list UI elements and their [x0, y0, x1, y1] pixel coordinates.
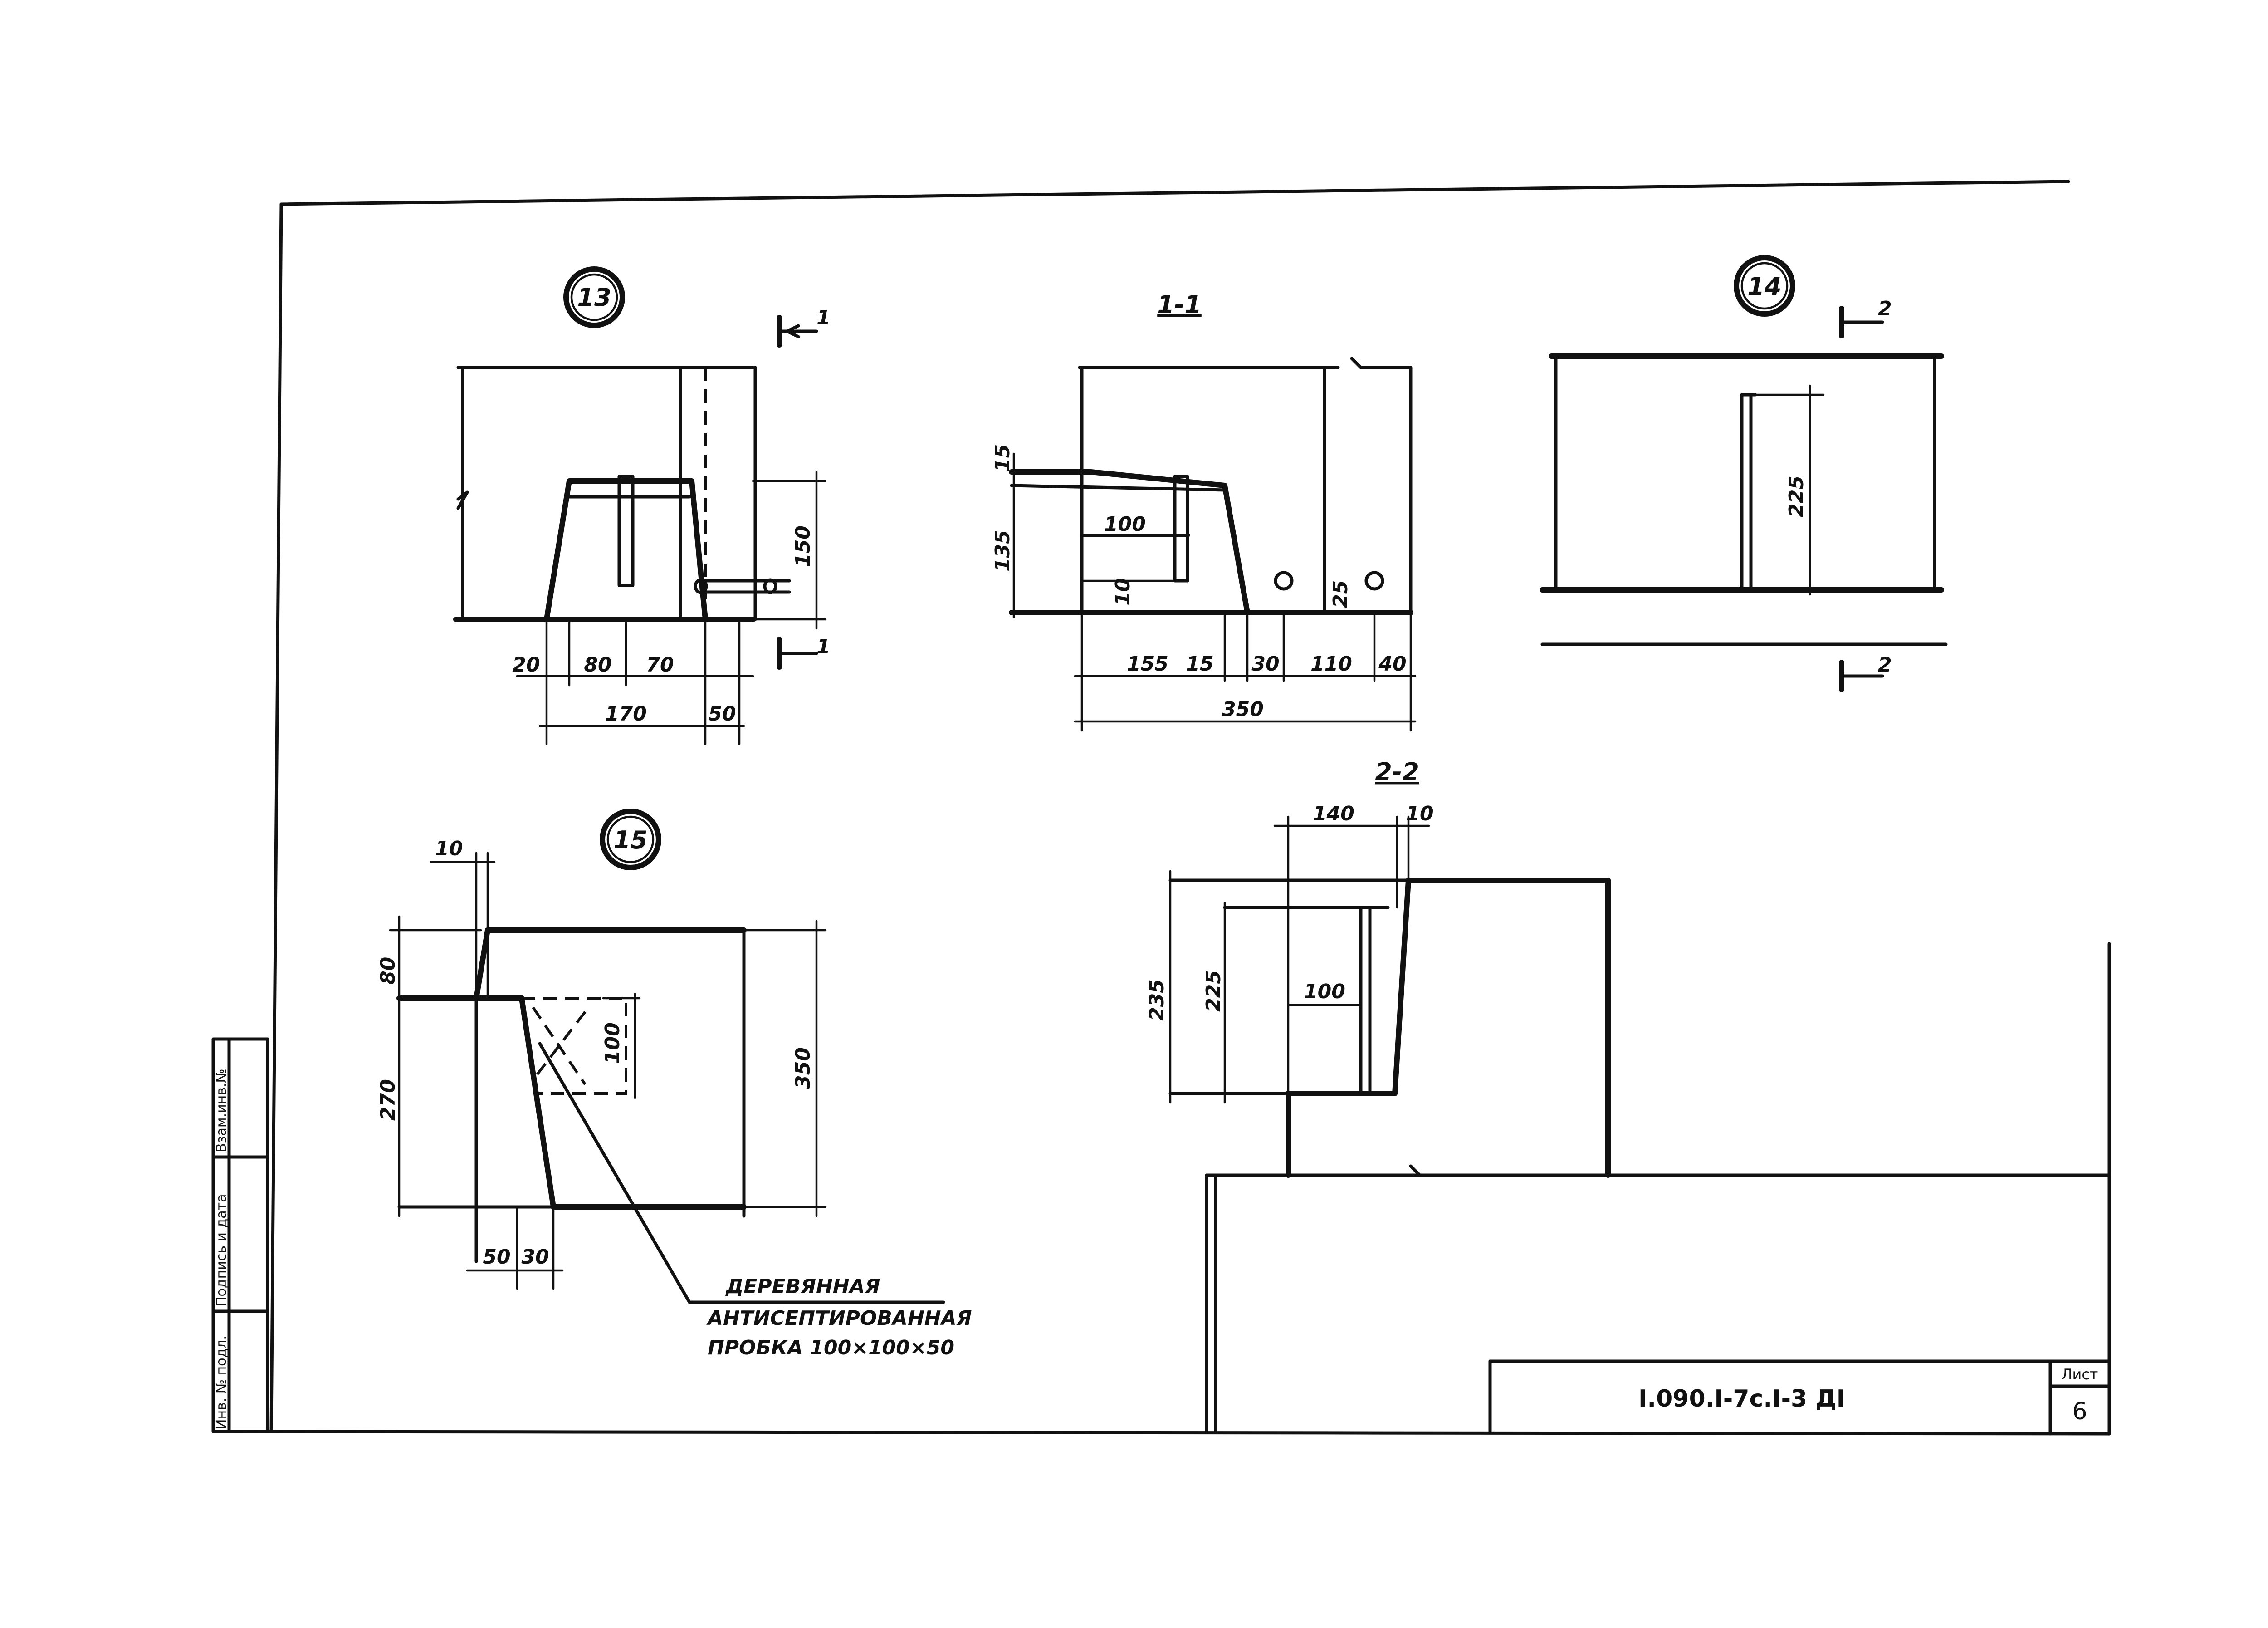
dim-11-25: 25	[1329, 580, 1352, 608]
detail-marker-15	[600, 809, 661, 870]
detail-marker-13	[563, 266, 625, 328]
dim-11-10: 10	[1111, 578, 1134, 606]
dim-11-15: 15	[991, 444, 1014, 472]
note-line-3: ПРОБКА 100×100×50	[708, 1336, 954, 1359]
dim-22-225: 225	[1202, 970, 1225, 1012]
section-mark-1-top: 1	[816, 306, 831, 329]
section-mark-2-top: 2	[1878, 297, 1892, 320]
dim-13-50: 50	[708, 702, 736, 726]
dim-13-170: 170	[605, 702, 647, 726]
dim-15-100: 100	[601, 1022, 624, 1064]
section-2-2-title: 2-2	[1375, 758, 1419, 786]
dim-11-30: 30	[1251, 652, 1279, 676]
dim-11-15b: 15	[1186, 652, 1213, 676]
dim-13-20: 20	[512, 653, 540, 677]
dim-22-10: 10	[1406, 802, 1433, 825]
detail-13: 13 1 1 150 20 80 70 170	[453, 266, 831, 745]
detail-marker-13-label: 13	[577, 283, 611, 312]
dim-15-30: 30	[521, 1246, 549, 1269]
section-1-1-title: 1-1	[1157, 290, 1202, 319]
section-1-1: 1-1 15 135 100 10 25 155 15 30 110 40 35…	[991, 290, 1417, 732]
sheet-label: Лист	[2061, 1366, 2098, 1383]
sheet-code: I.090.I-7c.I-3 ДI	[1638, 1385, 1845, 1412]
section-mark-1-bottom: 1	[816, 635, 831, 658]
detail-marker-15-label: 15	[613, 826, 647, 854]
dim-11-155: 155	[1127, 652, 1168, 676]
sheet-number: 6	[2072, 1398, 2087, 1425]
dim-11-100: 100	[1104, 513, 1146, 536]
dim-11-135: 135	[991, 530, 1014, 572]
note-line-2: АНТИСЕПТИРОВАННАЯ	[706, 1307, 972, 1330]
dim-11-110: 110	[1310, 652, 1352, 676]
dim-13-70: 70	[646, 653, 674, 677]
detail-marker-14-label: 14	[1747, 272, 1781, 301]
dim-11-350: 350	[1222, 698, 1264, 721]
stamp-col3: Взам.инв.№	[214, 1069, 230, 1152]
dim-15-50: 50	[483, 1246, 510, 1269]
dim-11-40: 40	[1378, 652, 1406, 676]
dim-15-350: 350	[792, 1047, 815, 1089]
detail-15: 15 10 100 80 270 350 50 30 ДЕРЕВЯННАЯ А	[376, 809, 972, 1359]
stamp-col1: Инв. № подл.	[214, 1335, 230, 1429]
dim-15-10: 10	[435, 837, 463, 860]
dim-14-225: 225	[1785, 476, 1808, 517]
dim-22-235: 235	[1145, 979, 1168, 1021]
dim-22-140: 140	[1313, 802, 1354, 825]
dim-13-80: 80	[584, 653, 611, 677]
dim-13-150: 150	[792, 525, 815, 567]
section-mark-2-bottom: 2	[1878, 653, 1892, 677]
detail-marker-14	[1734, 255, 1795, 317]
side-stamp: Инв. № подл. Подпись и дата Взам.инв.№	[211, 1037, 269, 1433]
dim-15-80: 80	[376, 957, 400, 985]
note-line-1: ДЕРЕВЯННАЯ	[725, 1275, 880, 1298]
detail-14: 14 2 2 225	[1540, 255, 1948, 692]
dim-22-100: 100	[1304, 980, 1345, 1003]
stamp-col2: Подпись и дата	[214, 1194, 230, 1307]
section-2-2: 2-2 140 10 235 225 100	[1145, 758, 2111, 1433]
dim-15-270: 270	[376, 1079, 400, 1121]
